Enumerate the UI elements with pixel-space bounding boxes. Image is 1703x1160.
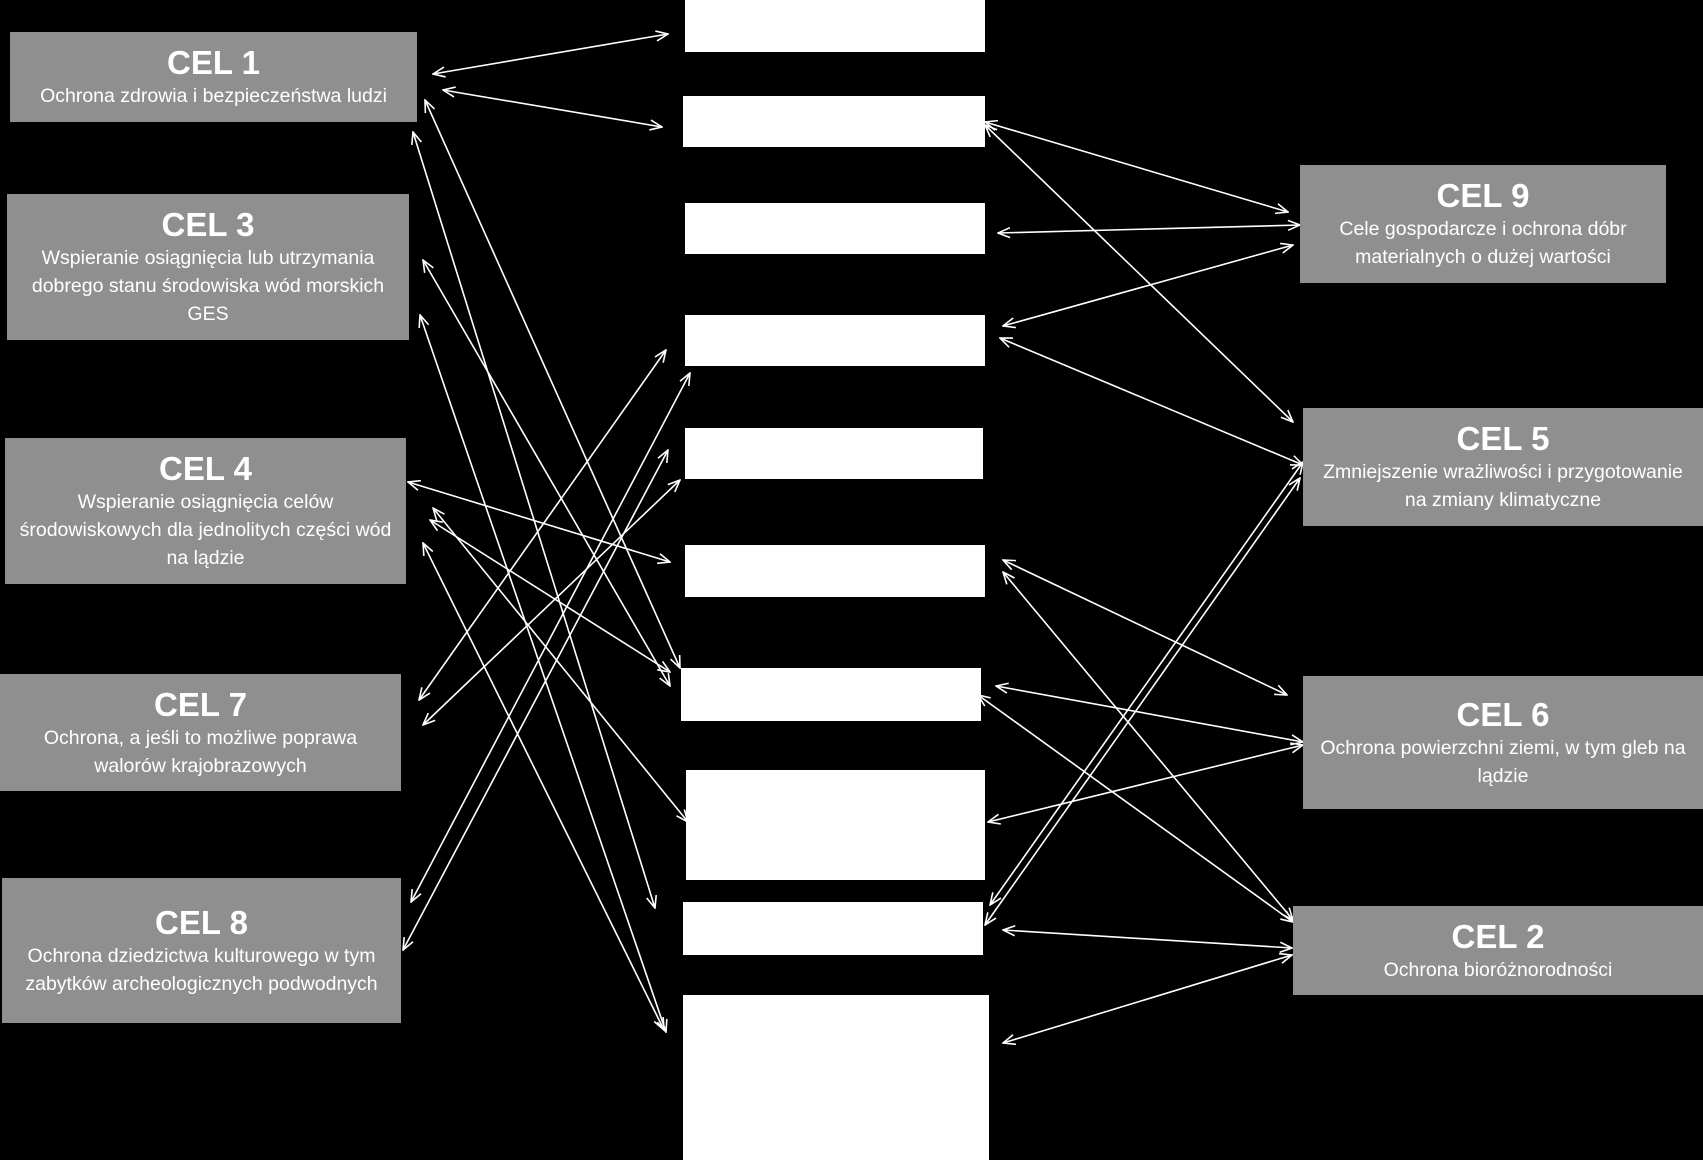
goal-cel6-title: CEL 6 (1456, 695, 1550, 733)
goal-cel7-description: Ochrona, a jeśli to możliwe poprawa walo… (43, 726, 358, 777)
arrow-cel5-box9 (985, 478, 1300, 925)
arrow-cel8-box5 (403, 450, 668, 950)
central-box-6 (685, 545, 985, 597)
goal-cel9: CEL 9 Cele gospodarcze i ochrona dóbr ma… (1300, 165, 1666, 283)
goal-cel5-title: CEL 5 (1456, 420, 1550, 457)
goal-cel5-description: Zmniejszenie wrażliwości i przygotowanie… (1323, 461, 1683, 511)
goal-cel3: CEL 3 Wspieranie osiągnięcia lub utrzyma… (7, 194, 409, 340)
arrow-cel9-box4 (1003, 245, 1293, 326)
central-box-10 (683, 995, 989, 1160)
arrow-cel2-box9 (1003, 930, 1292, 948)
arrow-cel1-box2 (443, 90, 662, 127)
goal-cel8: CEL 8 Ochrona dziedzictwa kulturowego w … (2, 878, 401, 1023)
arrow-cel5-box8 (990, 462, 1303, 905)
arrow-cel2-box7 (978, 695, 1293, 922)
goal-cel4: CEL 4 Wspieranie osiągnięcia celów środo… (5, 438, 406, 584)
arrow-cel6-box6 (1003, 560, 1287, 695)
central-box-8 (686, 770, 985, 880)
arrow-cel1-box1 (433, 34, 668, 74)
central-box-9 (683, 902, 983, 955)
goal-cel8-description: Ochrona dziedzictwa kulturowego w tym za… (25, 944, 378, 995)
central-box-5 (685, 428, 983, 479)
goal-cel7: CEL 7 Ochrona, a jeśli to możliwe popraw… (0, 674, 401, 791)
arrow-cel6-box7 (996, 686, 1303, 742)
goal-cel8-title: CEL 8 (155, 903, 248, 941)
goal-cel3-title: CEL 3 (161, 206, 255, 243)
arrow-cel8-box4 (411, 373, 690, 902)
arrow-cel4-box7 (430, 520, 670, 672)
goal-cel2-description: Ochrona bioróżnorodności (1383, 958, 1613, 981)
arrow-cel4-box10 (423, 543, 664, 1030)
goal-cel7-title: CEL 7 (154, 685, 247, 723)
goal-cel6-description: Ochrona powierzchni ziemi, w tym gleb na… (1320, 736, 1686, 787)
arrow-cel2-box10 (1003, 955, 1292, 1043)
arrow-cel9-box2 (985, 122, 1288, 212)
arrow-cel5-box2 (985, 125, 1293, 422)
arrow-cel3-box7 (423, 260, 670, 686)
arrow-cel7-box5 (423, 480, 680, 725)
arrow-cel6-box8 (988, 745, 1303, 822)
goal-cel9-title: CEL 9 (1436, 177, 1530, 214)
goal-cel9-description: Cele gospodarcze i ochrona dóbr material… (1339, 218, 1627, 268)
central-box-7 (681, 668, 981, 721)
central-box-3 (685, 203, 985, 254)
goal-cel1: CEL 1 Ochrona zdrowia i bezpieczeństwa l… (10, 32, 417, 122)
goal-cel3-description: Wspieranie osiągnięcia lub utrzymania do… (31, 247, 385, 325)
goal-cel6: CEL 6 Ochrona powierzchni ziemi, w tym g… (1303, 676, 1703, 809)
goal-cel1-description: Ochrona zdrowia i bezpieczeństwa ludzi (40, 85, 387, 107)
goal-cel1-title: CEL 1 (167, 44, 260, 81)
goal-cel2: CEL 2 Ochrona bioróżnorodności (1293, 906, 1703, 995)
central-box-2 (683, 96, 985, 147)
central-box-1 (685, 0, 985, 52)
arrow-cel9-box3 (998, 225, 1300, 233)
goal-cel4-description: Wspieranie osiągnięcia celów środowiskow… (19, 491, 392, 569)
arrow-cel5-box4 (1000, 338, 1303, 465)
central-box-4 (685, 315, 985, 366)
arrow-cel2-box6 (1003, 572, 1293, 920)
goal-cel2-title: CEL 2 (1451, 917, 1545, 955)
arrow-cel3-box10 (420, 315, 666, 1032)
goal-cel4-title: CEL 4 (159, 450, 252, 487)
goal-cel5: CEL 5 Zmniejszenie wrażliwości i przygot… (1303, 408, 1703, 526)
